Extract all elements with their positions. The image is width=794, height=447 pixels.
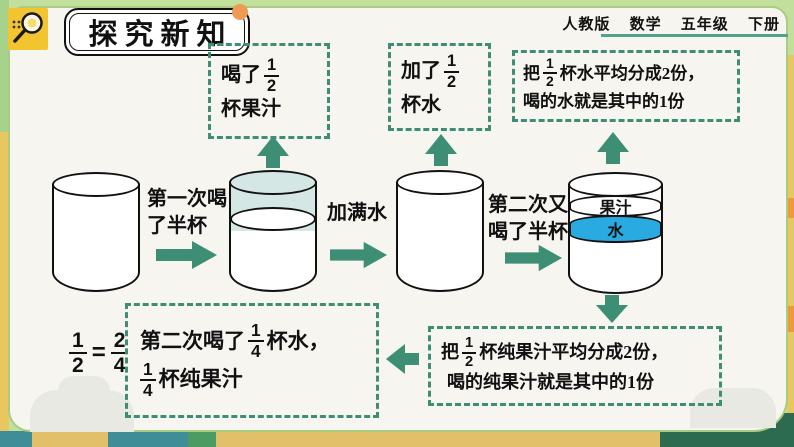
- meta-volume: 下册: [747, 16, 780, 33]
- callout-added-water: 加了 1 2 杯水: [388, 43, 491, 131]
- frame-left-yellow: [0, 132, 9, 447]
- liquid-surface: [230, 207, 316, 231]
- callout-text: 杯水: [401, 93, 441, 116]
- cup-rim: [52, 172, 140, 197]
- cup-rim: [396, 170, 484, 195]
- cup-body: [52, 184, 140, 292]
- cup-4-mixture: 果汁 水: [568, 172, 663, 294]
- fraction-1-2: 1 2: [444, 53, 460, 90]
- step1-label: 第一次喝 了半杯: [147, 188, 227, 237]
- callout-text: 杯果汁: [221, 97, 281, 120]
- fraction-1-2: 1 2: [543, 56, 557, 89]
- textbook-meta: 人教版 数学 五年级 下册: [562, 13, 780, 34]
- meta-edition: 人教版: [562, 16, 611, 33]
- fraction-1-2: 1 2: [264, 57, 280, 94]
- callout-text: 喝的水就是其中的1份: [523, 92, 685, 112]
- callout-juice-split: 把 1 2 杯纯果汁平均分成2份， 喝的纯果汁就是其中的1份: [428, 326, 722, 406]
- cup-body: [396, 182, 484, 292]
- footer-color-bands: [0, 431, 794, 447]
- frame-right-yellow: [787, 55, 794, 447]
- callout-second-drink: 第二次喝了 1 4 杯水， 1 4 杯纯果汁: [125, 303, 379, 418]
- cloud-decoration: [690, 388, 776, 428]
- step2-label: 加满水: [327, 202, 387, 224]
- callout-text: 喝了: [221, 64, 261, 86]
- frame-left-green: [0, 0, 9, 132]
- arrow-right-icon: [156, 241, 217, 269]
- arrow-down-icon: [596, 295, 628, 323]
- cloud-decoration: [58, 376, 110, 406]
- cup-1-full-juice: [52, 172, 140, 292]
- callout-water-split: 把 1 2 杯水平均分成2份， 喝的水就是其中的1份: [512, 50, 740, 122]
- juice-band: 果汁: [569, 195, 662, 217]
- arrow-up-icon: [257, 136, 289, 168]
- callout-text: 杯纯果汁平均分成2份，: [479, 342, 669, 362]
- callout-text: 把: [441, 342, 459, 362]
- meta-subject: 数学: [629, 16, 662, 33]
- equals-sign: =: [91, 339, 106, 366]
- meta-grade: 五年级: [680, 16, 729, 33]
- header-underline: [601, 34, 788, 37]
- callout-text: 把: [523, 63, 540, 83]
- arrow-up-icon: [425, 134, 457, 166]
- callout-drank-juice: 喝了 1 2 杯果汁: [208, 43, 330, 139]
- fraction-1-4: 1 4: [140, 360, 156, 399]
- arrow-left-icon: [386, 344, 419, 374]
- callout-text: 杯水，: [266, 329, 330, 353]
- callout-text: 杯纯果汁: [158, 367, 243, 392]
- cup-rim: [229, 170, 317, 195]
- cup-2-half-juice: [229, 170, 317, 292]
- arrow-right-icon: [505, 244, 563, 272]
- water-band: 水: [569, 215, 662, 243]
- callout-text: 杯水平均分成2份，: [559, 63, 705, 83]
- orange-dot-decoration: [232, 4, 248, 20]
- fraction-1-4: 1 4: [248, 321, 264, 360]
- page-title: 探究新知: [88, 19, 233, 51]
- callout-text: 第二次喝了: [140, 329, 245, 353]
- frame-right-orange-segment: [787, 306, 794, 332]
- cup-3-refilled: [396, 170, 484, 292]
- step3-label: 第二次又 喝了半杯: [488, 194, 568, 243]
- arrow-right-icon: [330, 241, 388, 269]
- frame-right-orange-segment: [787, 198, 794, 218]
- magnifier-icon: [8, 8, 48, 50]
- cup-body: [229, 182, 317, 292]
- title-badge: 探究新知: [64, 8, 250, 56]
- callout-text: 喝的纯果汁就是其中的1份: [447, 372, 654, 393]
- arrow-up-icon: [597, 132, 629, 164]
- fraction-2-4: 2 4: [110, 330, 129, 376]
- title-badge-inner: 探究新知: [69, 13, 245, 51]
- fraction-equation: 1 2 = 2 4: [66, 330, 131, 376]
- fraction-1-2: 1 2: [462, 335, 477, 370]
- fraction-1-2: 1 2: [69, 330, 87, 376]
- callout-text: 加了: [401, 60, 441, 82]
